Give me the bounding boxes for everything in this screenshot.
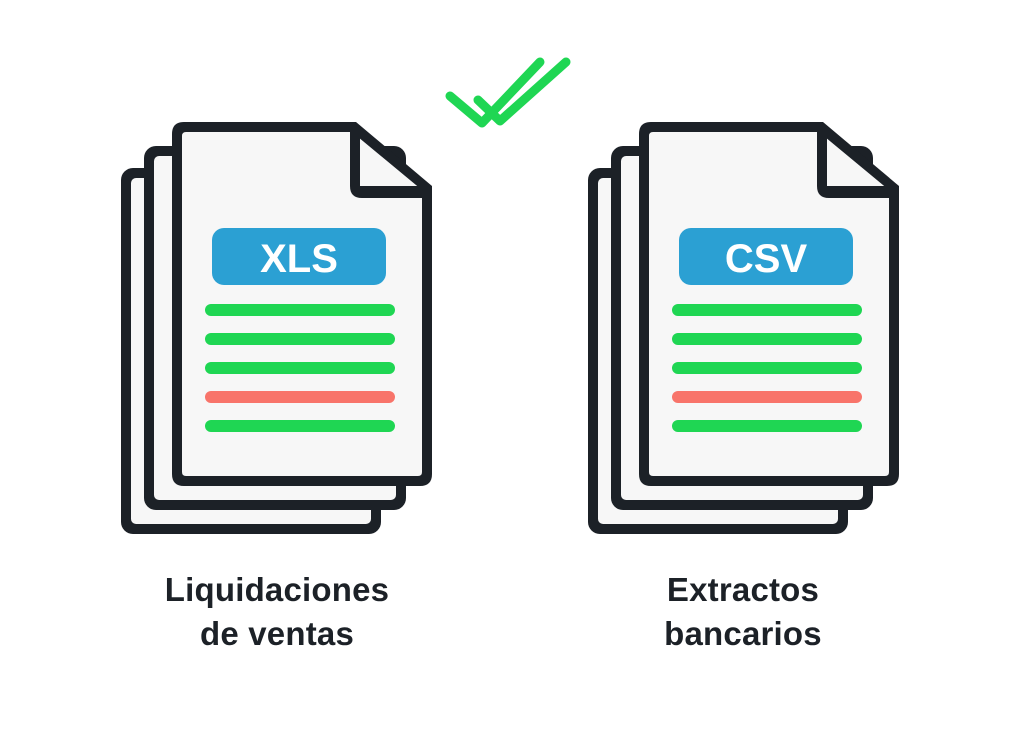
caption-line: Extractos [666,571,820,608]
caption-line: Liquidaciones [164,571,390,608]
file-type-badge [212,228,386,285]
file-type-badge [679,228,853,285]
caption-line: bancarios [664,615,822,652]
data-rows [205,304,395,432]
caption-liquidaciones: Liquidaciones de ventas [97,568,457,656]
file-type-label: XLS [260,237,338,281]
file-type-label: CSV [725,237,808,281]
caption-extractos: Extractos bancarios [563,568,923,656]
double-check-icon [445,57,571,128]
data-rows [672,304,862,432]
document-stack-icon-csv: CSV [588,122,899,534]
caption-line: de ventas [199,615,355,652]
document-stack-icon-xls: XLS [121,122,432,534]
